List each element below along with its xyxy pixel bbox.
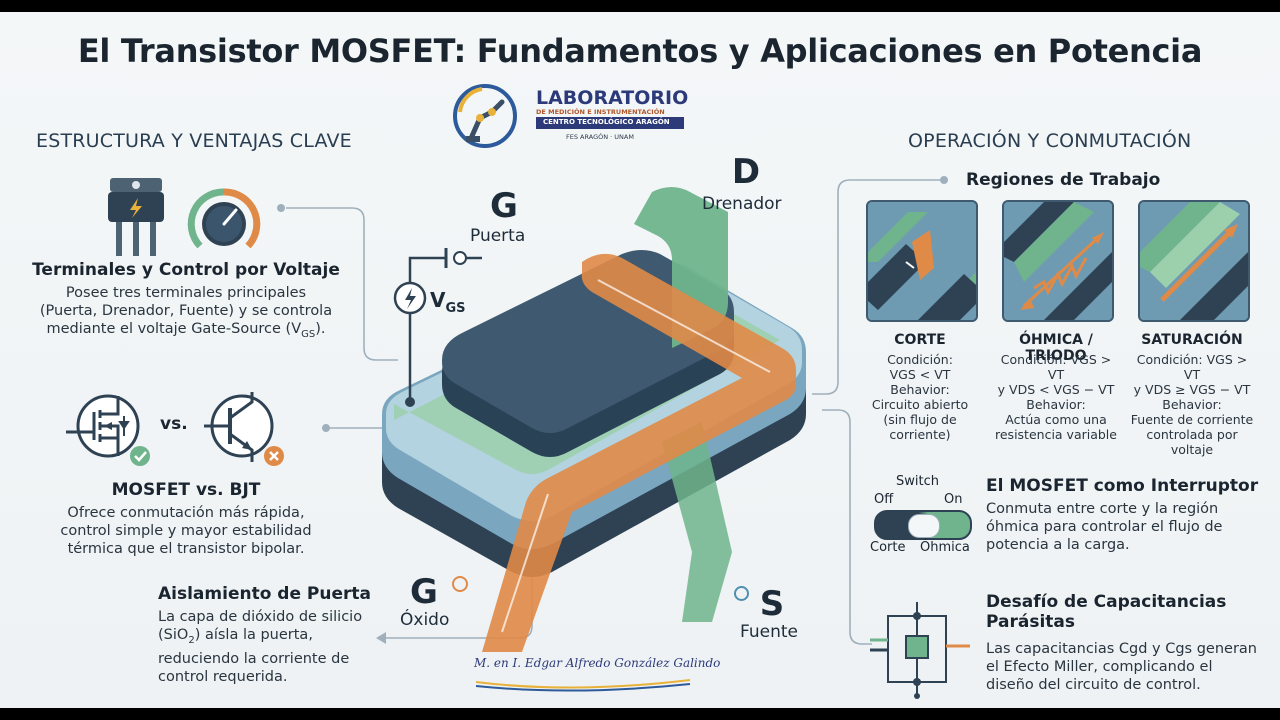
- region-saturacion-name: SATURACIÓN: [1141, 332, 1243, 348]
- lab-name: LABORATORIO: [536, 87, 689, 109]
- region-corte-name: CORTE: [894, 332, 946, 348]
- region-ohmica-text: Condición: VGS > VT y VDS < VGS − VT Beh…: [995, 352, 1117, 442]
- region-saturacion-text: Condición: VGS > VT y VDS ≥ VGS − VT Beh…: [1130, 352, 1254, 457]
- voltage-dial-icon: [186, 186, 262, 262]
- region-ohmica-name: ÓHMICA / TRIODO: [1019, 332, 1093, 364]
- terminales-title: Terminales y Control por Voltaje: [32, 260, 340, 280]
- toggle-knob: [908, 514, 940, 538]
- oxide-letter: G: [410, 572, 438, 612]
- switch-off-label: Off: [874, 492, 894, 507]
- interruptor-body: Conmuta entre corte y la región óhmica p…: [986, 501, 1223, 553]
- regiones-title: Regiones de Trabajo: [966, 170, 1161, 190]
- aislamiento-title: Aislamiento de Puerta: [158, 584, 371, 604]
- gate-letter: G: [490, 186, 518, 226]
- oxide-label: Óxido: [400, 610, 450, 630]
- drain-label: Drenador: [702, 194, 782, 214]
- bjt-symbol-icon: [200, 382, 292, 474]
- right-section-heading: OPERACIÓN Y CONMUTACIÓN: [908, 130, 1192, 152]
- oxide-marker-icon: [452, 576, 468, 592]
- signature-swoosh: [475, 679, 691, 692]
- power-toggle-switch[interactable]: [874, 510, 972, 540]
- source-marker-icon: [734, 586, 749, 601]
- mosfet-symbol-icon: [62, 382, 154, 474]
- mosfet-3d-illustration: [382, 187, 806, 652]
- switch-label: Switch: [896, 474, 939, 489]
- region-corte-tile: [866, 200, 978, 322]
- lab-line2: CENTRO TECNOLÓGICO ARAGÓN: [543, 118, 670, 126]
- capacitancias-body: Las capacitancias Cgd y Cgs generan el E…: [986, 641, 1257, 693]
- left-section-heading: ESTRUCTURA Y VENTAJAS CLAVE: [36, 130, 352, 152]
- source-letter: S: [759, 584, 785, 624]
- source-label: Fuente: [740, 622, 798, 642]
- vs-body: Ofrece conmutación más rápida, control s…: [60, 505, 312, 557]
- region-corte-text: Condición: VGS < VT Behavior: Circuito a…: [871, 352, 969, 442]
- page-title: El Transistor MOSFET: Fundamentos y Apli…: [77, 32, 1203, 70]
- vs-label: vs.: [160, 414, 188, 434]
- switch-left-caption: Corte: [870, 540, 906, 555]
- parasitic-capacitance-icon: [862, 598, 972, 700]
- signature: M. en I. Edgar Alfredo González Galindo: [474, 656, 721, 670]
- aislamiento-body: La capa de dióxido de silicio (SiO2) aís…: [158, 609, 363, 685]
- capacitancias-title: Desafío de Capacitancias Parásitas: [986, 592, 1227, 632]
- vgs-label: VGS: [430, 288, 466, 316]
- region-saturacion-tile: [1138, 200, 1250, 322]
- vs-title: MOSFET vs. BJT: [111, 480, 261, 500]
- switch-right-caption: Óhmica: [920, 540, 970, 555]
- transistor-package-icon: [104, 176, 168, 260]
- switch-on-label: On: [944, 492, 963, 507]
- lab-logo-icon: [452, 82, 518, 150]
- region-ohmica-tile: [1002, 200, 1114, 322]
- lab-banner: [536, 117, 684, 129]
- gate-label: Puerta: [470, 226, 526, 246]
- lab-line1: DE MEDICIÓN E INSTRUMENTACIÓN: [536, 108, 665, 116]
- interruptor-title: El MOSFET como Interruptor: [986, 476, 1259, 496]
- infographic-page: El Transistor MOSFET: Fundamentos y Apli…: [0, 12, 1280, 708]
- terminales-body: Posee tres terminales principales (Puert…: [39, 285, 333, 340]
- drain-letter: D: [731, 152, 761, 192]
- lab-line3: FES ARAGÓN · UNAM: [566, 133, 634, 141]
